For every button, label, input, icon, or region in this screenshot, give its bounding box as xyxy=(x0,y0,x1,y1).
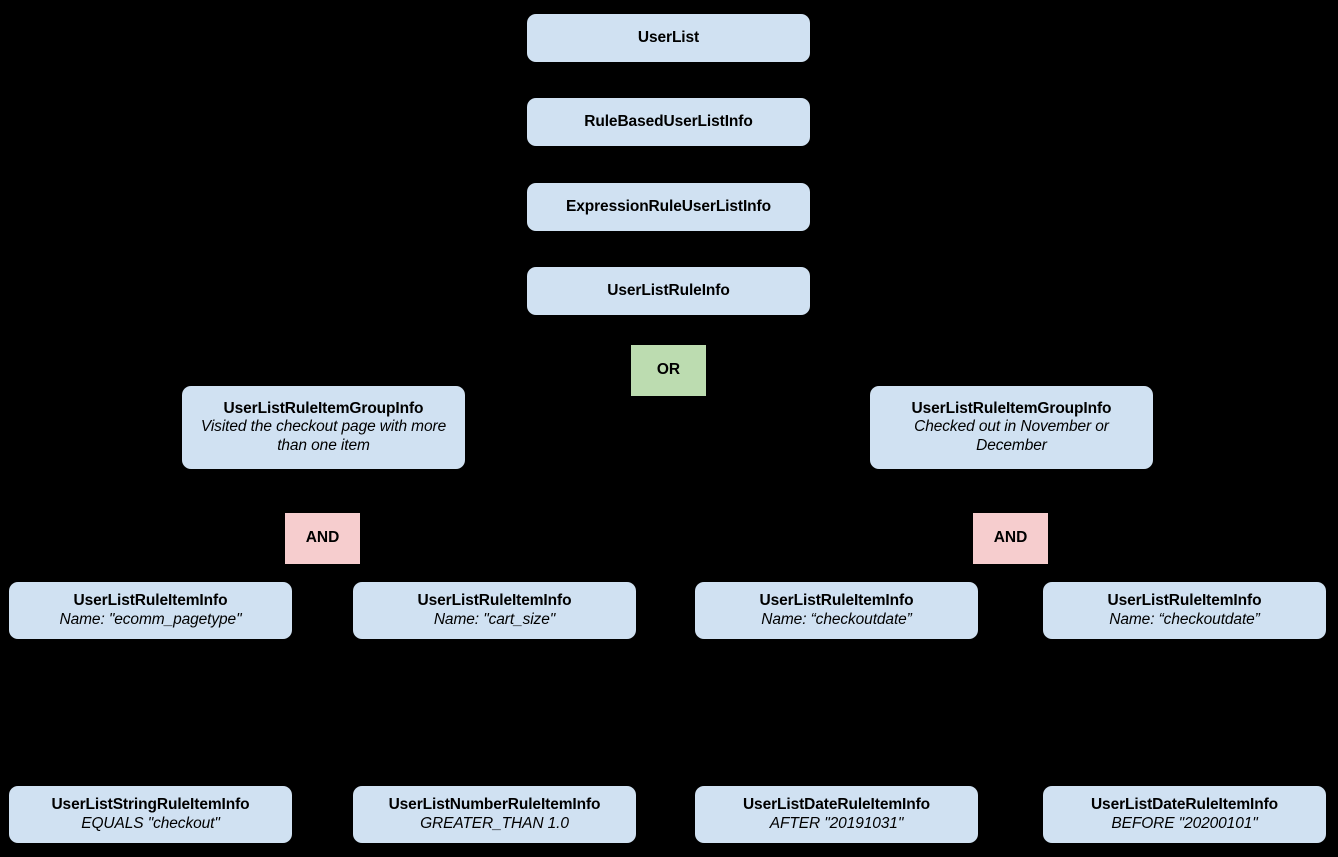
node-date-rule-item-after[interactable]: UserListDateRuleItemInfo AFTER "20191031… xyxy=(695,786,978,843)
edge-arrow-leaf-3 xyxy=(831,778,843,787)
node-expressionruleuserlistinfo-title: ExpressionRuleUserListInfo xyxy=(566,197,771,215)
node-userlist-title: UserList xyxy=(637,28,700,46)
node-date-rule-item-after-subtitle: AFTER "20191031" xyxy=(769,814,904,832)
edge-arrow-item-3 xyxy=(831,574,843,583)
node-ruleitem-checkoutdate-before-subtitle: Name: “checkoutdate” xyxy=(1109,610,1260,628)
node-and-right-label: AND xyxy=(993,529,1028,547)
node-string-rule-item-title: UserListStringRuleItemInfo xyxy=(51,796,250,814)
edge-arrow-expressionrule xyxy=(663,172,675,181)
edge-expressionrule-to-ruleinfo xyxy=(668,231,670,265)
edge-and-right-stem xyxy=(1010,563,1012,569)
node-ruleitem-ecomm-pagetype-title: UserListRuleItemInfo xyxy=(73,592,228,610)
node-group-right[interactable]: UserListRuleItemGroupInfo Checked out in… xyxy=(870,386,1153,469)
node-or-operator[interactable]: OR xyxy=(631,345,706,396)
edge-item3-to-leaf3 xyxy=(836,639,838,786)
edge-and-right-horizontal xyxy=(837,568,1186,570)
edge-arrow-item-2 xyxy=(489,574,501,583)
edge-arrow-group-left xyxy=(317,379,329,388)
node-group-right-subtitle: Checked out in November or December xyxy=(914,418,1109,454)
edge-arrow-leaf-2 xyxy=(489,778,501,787)
node-date-rule-item-after-title: UserListDateRuleItemInfo xyxy=(742,796,931,814)
edge-item1-to-leaf1 xyxy=(150,639,152,786)
node-ruleitem-checkoutdate-after[interactable]: UserListRuleItemInfo Name: “checkoutdate… xyxy=(695,582,978,639)
edge-arrow-ruleinfo xyxy=(663,257,675,266)
node-ruleitem-cart-size[interactable]: UserListRuleItemInfo Name: "cart_size" xyxy=(353,582,636,639)
edge-arrow-item-1 xyxy=(145,574,157,583)
node-ruleitem-cart-size-subtitle: Name: "cart_size" xyxy=(433,610,556,628)
node-group-left[interactable]: UserListRuleItemGroupInfo Visited the ch… xyxy=(182,386,465,469)
node-string-rule-item-subtitle: EQUALS "checkout" xyxy=(81,814,220,832)
edge-and-left-stem xyxy=(322,563,324,569)
node-rulebaseduserlistinfo[interactable]: RuleBasedUserListInfo xyxy=(527,98,810,146)
node-userlist[interactable]: UserList xyxy=(527,14,810,62)
node-group-right-title: UserListRuleItemGroupInfo xyxy=(911,400,1112,418)
edge-userlist-to-rulebased xyxy=(668,62,670,96)
node-number-rule-item-title: UserListNumberRuleItemInfo xyxy=(388,796,601,814)
edge-arrow-leaf-1 xyxy=(145,778,157,787)
edge-item4-to-leaf4 xyxy=(1184,639,1186,786)
edge-ruleinfo-to-or xyxy=(668,315,670,345)
node-expressionruleuserlistinfo[interactable]: ExpressionRuleUserListInfo xyxy=(527,183,810,231)
node-date-rule-item-before-subtitle: BEFORE "20200101" xyxy=(1111,814,1258,832)
edge-arrow-rulebased xyxy=(663,88,675,97)
node-date-rule-item-before-title: UserListDateRuleItemInfo xyxy=(1090,796,1279,814)
edge-arrow-group-right xyxy=(1005,379,1017,388)
node-and-left-label: AND xyxy=(305,529,340,547)
node-ruleitem-checkoutdate-before[interactable]: UserListRuleItemInfo Name: “checkoutdate… xyxy=(1043,582,1326,639)
edge-item2-to-leaf2 xyxy=(494,639,496,786)
node-or-label: OR xyxy=(656,361,681,379)
edge-group-left-to-and xyxy=(322,469,324,513)
edge-arrow-leaf-4 xyxy=(1179,778,1191,787)
node-userlistruleinfo[interactable]: UserListRuleInfo xyxy=(527,267,810,315)
edge-rulebased-to-expressionrule xyxy=(668,146,670,180)
node-date-rule-item-before[interactable]: UserListDateRuleItemInfo BEFORE "2020010… xyxy=(1043,786,1326,843)
edge-and-left-horizontal xyxy=(151,568,496,570)
node-rulebaseduserlistinfo-title: RuleBasedUserListInfo xyxy=(584,112,753,130)
edge-branch-left-down xyxy=(322,366,324,388)
node-group-left-title: UserListRuleItemGroupInfo xyxy=(223,400,424,418)
node-ruleitem-ecomm-pagetype[interactable]: UserListRuleItemInfo Name: "ecomm_pagety… xyxy=(9,582,292,639)
node-ruleitem-cart-size-title: UserListRuleItemInfo xyxy=(417,592,572,610)
node-string-rule-item[interactable]: UserListStringRuleItemInfo EQUALS "check… xyxy=(9,786,292,843)
edge-branch-right-down xyxy=(1010,366,1012,388)
edge-group-right-to-and xyxy=(1010,469,1012,513)
node-number-rule-item[interactable]: UserListNumberRuleItemInfo GREATER_THAN … xyxy=(353,786,636,843)
node-ruleitem-checkoutdate-after-subtitle: Name: “checkoutdate” xyxy=(761,610,912,628)
node-ruleitem-ecomm-pagetype-subtitle: Name: "ecomm_pagetype" xyxy=(59,610,242,628)
edge-arrow-item-4 xyxy=(1179,574,1191,583)
node-and-operator-left[interactable]: AND xyxy=(285,513,360,564)
node-and-operator-right[interactable]: AND xyxy=(973,513,1048,564)
node-ruleitem-checkoutdate-before-title: UserListRuleItemInfo xyxy=(1107,592,1262,610)
node-userlistruleinfo-title: UserListRuleInfo xyxy=(607,281,730,299)
node-ruleitem-checkoutdate-after-title: UserListRuleItemInfo xyxy=(759,592,914,610)
node-group-left-subtitle: Visited the checkout page with more than… xyxy=(200,418,447,454)
node-number-rule-item-subtitle: GREATER_THAN 1.0 xyxy=(420,814,569,832)
